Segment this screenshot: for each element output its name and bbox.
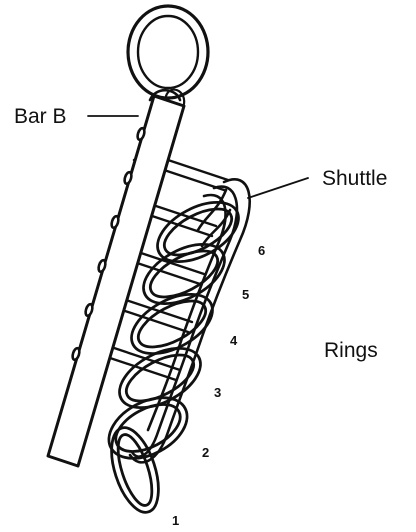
shuttle-leader bbox=[248, 178, 308, 198]
ring-number-5: 5 bbox=[242, 288, 249, 301]
shuttle-label: Shuttle bbox=[322, 168, 387, 189]
top-loop bbox=[128, 6, 208, 98]
rings-label: Rings bbox=[324, 340, 378, 361]
ring-number-1: 1 bbox=[172, 514, 179, 527]
bar-b-label: Bar B bbox=[14, 106, 67, 127]
bar-b bbox=[48, 90, 184, 466]
ring-number-4: 4 bbox=[230, 334, 237, 347]
ring-number-6: 6 bbox=[258, 244, 265, 257]
ring-number-3: 3 bbox=[214, 386, 221, 399]
ring-number-2: 2 bbox=[202, 446, 209, 459]
